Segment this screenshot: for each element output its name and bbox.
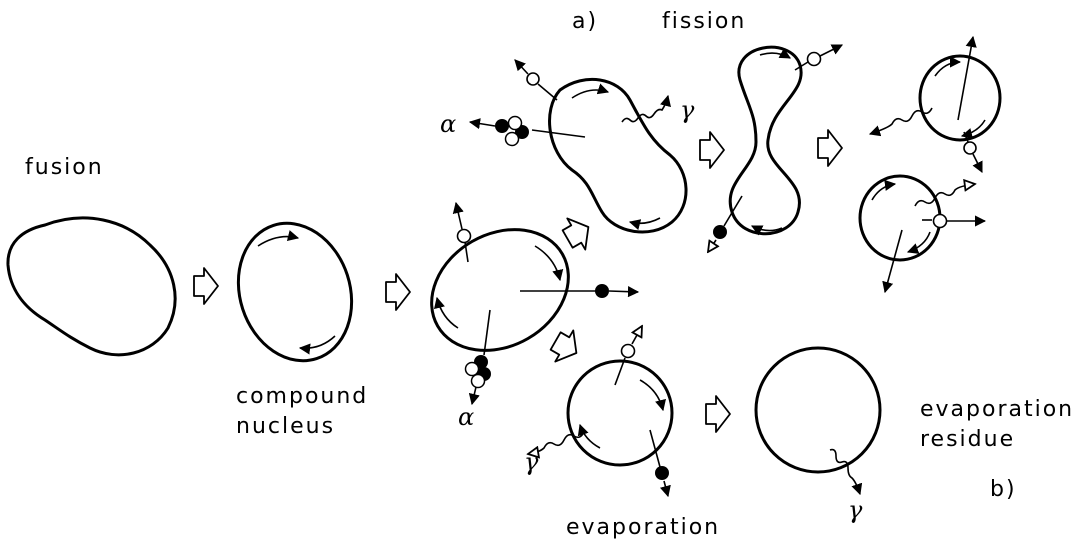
rotation-arrow-icon xyxy=(298,335,336,355)
residue-label-line1: evaporation xyxy=(920,397,1074,422)
process-arrow-evaporation xyxy=(705,395,731,433)
compound-nucleus-shape xyxy=(236,221,354,363)
rotation-arrow-icon xyxy=(934,56,962,77)
alpha-label: α xyxy=(440,110,456,138)
gamma-ray-icon xyxy=(868,107,933,137)
emission-arrow xyxy=(468,386,480,406)
rotation-arrow-icon xyxy=(759,48,791,59)
emission-track xyxy=(464,241,469,263)
emission-track xyxy=(537,83,558,101)
rotation-arrow-icon xyxy=(906,231,931,254)
neutron-icon xyxy=(526,72,540,86)
rotation-arrow-icon xyxy=(750,225,783,236)
emission-track xyxy=(614,357,626,386)
emission-track xyxy=(963,131,969,143)
gamma-label: γ xyxy=(524,448,539,476)
proton-icon xyxy=(655,466,669,480)
panel-a-label: a) xyxy=(572,9,598,34)
residue-nucleus-shape xyxy=(754,346,882,474)
gamma-label: γ xyxy=(848,496,863,524)
emission-arrow xyxy=(708,240,716,252)
scission-nucleus-shape xyxy=(728,45,803,236)
proton-icon xyxy=(595,284,609,298)
process-arrow-2 xyxy=(385,273,411,311)
emission-arrow xyxy=(608,286,640,298)
branch-arrow-evaporation xyxy=(549,329,578,363)
evaporation-stage: γ evaporation xyxy=(524,326,720,540)
saddle-nucleus-stage: α γ xyxy=(440,59,695,234)
neutron-icon xyxy=(620,343,636,359)
hot-nucleus-shape xyxy=(430,228,570,352)
fusion-stage: fusion xyxy=(6,155,177,357)
gamma-label: γ xyxy=(680,96,695,124)
gamma-ray-icon xyxy=(621,94,671,123)
emission-track xyxy=(794,61,809,71)
rotation-arrow-icon xyxy=(628,217,661,231)
neutron-icon xyxy=(932,213,948,229)
fission-fragments xyxy=(858,35,1002,294)
rotation-arrow-icon xyxy=(639,379,666,412)
proton-icon xyxy=(713,225,727,239)
scission-stage xyxy=(708,44,844,252)
fragment-direction-arrow xyxy=(957,35,977,121)
fragment-direction-arrow xyxy=(882,229,903,294)
evaporation-label: evaporation xyxy=(566,515,720,540)
hot-nucleus-stage: α xyxy=(430,201,640,431)
gamma-ray-icon xyxy=(829,448,863,496)
neutron-icon xyxy=(963,141,977,155)
emission-arrow xyxy=(632,326,642,345)
emission-arrow xyxy=(514,59,529,75)
rotation-arrow-icon xyxy=(534,245,564,282)
emission-track xyxy=(483,309,491,356)
alpha-particle-icon xyxy=(464,355,491,389)
rotation-arrow-icon xyxy=(571,83,610,99)
gamma-ray-icon xyxy=(528,431,585,454)
panel-b-label: b) xyxy=(990,477,1017,502)
fission-label: fission xyxy=(662,9,746,34)
alpha-label: α xyxy=(458,403,474,431)
fusion-label: fusion xyxy=(25,155,104,180)
compound-label-line1: compound xyxy=(236,384,368,409)
evaporating-nucleus-shape xyxy=(566,359,674,467)
gamma-ray-icon xyxy=(914,184,975,207)
compound-nucleus-stage: compound nucleus xyxy=(236,221,368,439)
rotation-arrow-icon xyxy=(577,423,601,449)
emission-arrow xyxy=(468,118,496,130)
rotation-arrow-icon xyxy=(434,296,459,329)
branch-arrow-fission xyxy=(561,217,590,251)
emission-track xyxy=(531,129,586,138)
residue-label-line2: residue xyxy=(920,427,1015,452)
process-arrow-1 xyxy=(193,267,219,305)
emission-arrow xyxy=(819,44,844,57)
alpha-particle-icon xyxy=(495,115,529,147)
emission-arrow xyxy=(659,480,671,498)
fragment-upper-shape xyxy=(918,54,1002,142)
compound-label-line2: nucleus xyxy=(236,414,335,439)
rotation-arrow-icon xyxy=(257,230,300,247)
emission-arrow xyxy=(452,201,464,230)
fusion-nucleus-shape xyxy=(6,216,177,357)
emission-arrow xyxy=(972,153,983,174)
emission-track xyxy=(723,195,743,227)
evaporation-residue-stage: γ evaporation residue b) xyxy=(754,346,1074,524)
emission-track xyxy=(649,429,661,468)
neutron-icon xyxy=(456,228,472,244)
process-arrow-fission-2 xyxy=(817,129,843,167)
process-arrow-fission-1 xyxy=(699,131,725,169)
rotation-arrow-icon xyxy=(871,179,897,201)
neutron-icon xyxy=(806,51,822,67)
saddle-nucleus-shape xyxy=(548,77,688,234)
fragment-lower-shape xyxy=(858,174,942,262)
